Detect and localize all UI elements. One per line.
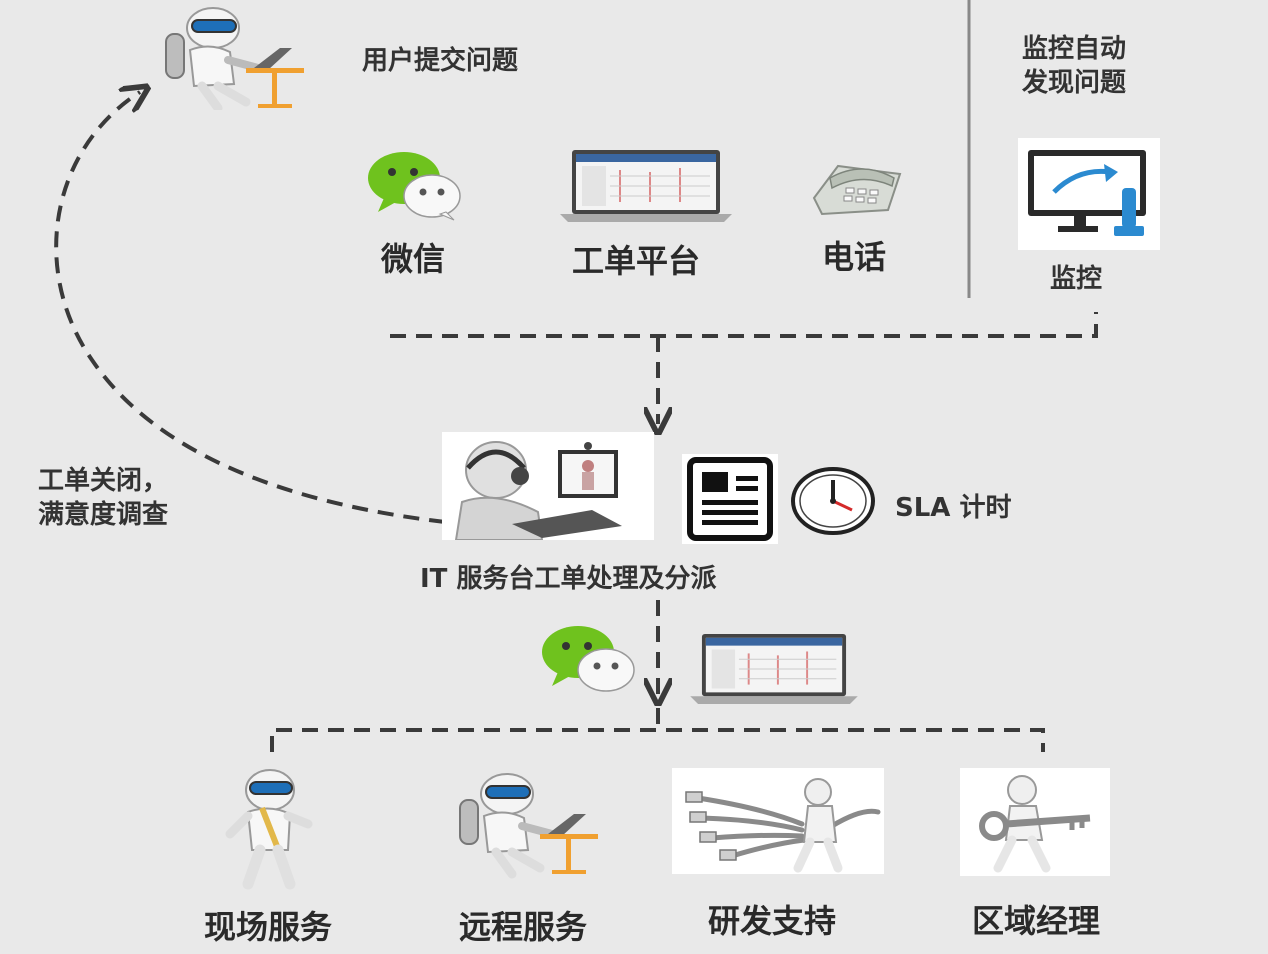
- walking-person-icon: [225, 769, 313, 890]
- phone-icon: [812, 164, 902, 216]
- ticket-platform-icon: [560, 150, 732, 222]
- user-submit-label: 用户提交问题: [362, 46, 519, 76]
- monitor-discover-label-line2: 发现问题: [1022, 68, 1127, 98]
- role-label-regional: 区域经理: [972, 902, 1101, 940]
- channel-label-phone: 电话: [822, 238, 887, 276]
- dispatch-distribution-line: [270, 728, 1045, 752]
- service-desk-label: IT 服务台工单处理及分派: [420, 564, 717, 594]
- document-icon: [682, 454, 778, 544]
- sla-timer-label: SLA 计时: [895, 493, 1012, 523]
- key-person-icon: [960, 768, 1110, 876]
- feedback-label-line1: 工单关闭，: [38, 466, 169, 496]
- channel-label-wechat: 微信: [381, 240, 446, 278]
- wechat-icon: [542, 626, 635, 692]
- clock-icon: [791, 467, 875, 535]
- channel-label-monitor: 监控: [1050, 264, 1103, 294]
- role-label-rnd: 研发支持: [708, 902, 837, 940]
- user-at-laptop-icon: [165, 7, 304, 110]
- monitor-discover-label-line1: 监控自动: [1022, 34, 1127, 64]
- cables-person-icon: [672, 768, 884, 874]
- user-at-laptop-icon: [459, 773, 598, 879]
- role-label-remote: 远程服务: [459, 908, 588, 946]
- monitor-icon: [1018, 138, 1160, 250]
- service-desk-agent-icon: [442, 432, 654, 540]
- ticket-platform-icon: [690, 633, 858, 705]
- feedback-label-line2: 满意度调查: [38, 500, 169, 530]
- channel-label-ticket-platform: 工单平台: [572, 242, 701, 280]
- role-label-onsite: 现场服务: [204, 908, 333, 946]
- wechat-icon: [368, 152, 461, 221]
- feedback-loop-arrow: [54, 92, 446, 524]
- channels-collector-line: [390, 312, 1098, 338]
